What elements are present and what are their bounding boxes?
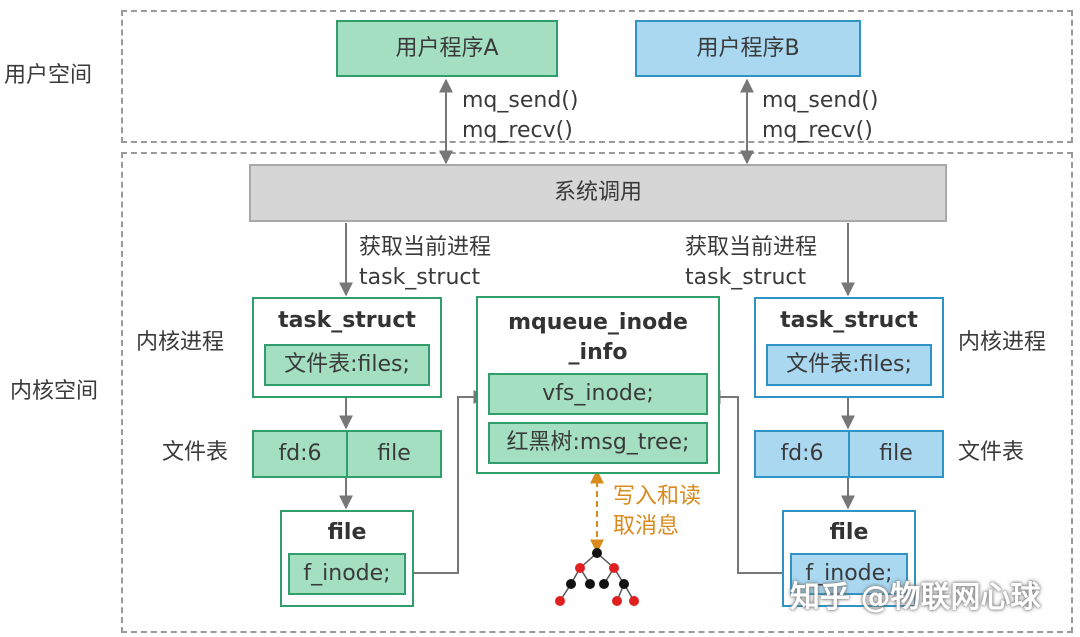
left-task-struct-title: task_struct <box>278 308 416 333</box>
right-task-files-field: 文件表:files; <box>766 344 932 386</box>
arrow-right-inode-to-vfs <box>706 390 790 574</box>
mqueue-vfs-inode-field: vfs_inode; <box>488 373 708 415</box>
mq-recv-b: mq_recv() <box>762 118 873 143</box>
api-calls-a: mq_send() mq_recv() <box>462 86 578 146</box>
left-file-table-label: 文件表 <box>162 440 229 465</box>
get-process-left: 获取当前进程 task_struct <box>359 233 491 293</box>
get-process-right: 获取当前进程 task_struct <box>685 233 817 293</box>
left-task-files-field: 文件表:files; <box>264 344 430 386</box>
left-f-inode-field: f_inode; <box>288 553 406 595</box>
get-process-right-line1: 获取当前进程 <box>685 235 818 260</box>
right-file-table: fd:6 file <box>754 430 944 478</box>
right-f-inode-field: f_inode; <box>790 553 908 595</box>
mqueue-msg-tree-field: 红黑树:msg_tree; <box>488 422 708 464</box>
mqueue-title: mqueue_inode _info <box>478 308 718 368</box>
get-process-left-line1: 获取当前进程 <box>359 235 492 260</box>
user-program-b: 用户程序B <box>635 20 861 77</box>
left-file-title: file <box>327 520 367 545</box>
kernel-space-label: 内核空间 <box>10 379 99 404</box>
red-black-tree-icon <box>555 548 639 606</box>
right-fd-cell: fd:6 <box>756 432 850 476</box>
user-program-a: 用户程序A <box>336 20 558 77</box>
right-file-cell: file <box>879 441 913 467</box>
rw-label-line1: 写入和读 <box>613 484 702 509</box>
watermark: 知乎 @物联网心球 <box>790 580 1041 615</box>
right-kernel-process-label: 内核进程 <box>958 330 1047 355</box>
right-file-title: file <box>829 520 869 545</box>
mq-send-b: mq_send() <box>762 88 879 113</box>
right-task-struct-title: task_struct <box>780 308 918 333</box>
user-space-label: 用户空间 <box>4 63 93 88</box>
mqueue-title-line1: mqueue_inode <box>508 310 688 335</box>
get-process-left-line2: task_struct <box>359 265 481 290</box>
mq-recv-a: mq_recv() <box>462 118 573 143</box>
user-space-region <box>121 10 1073 143</box>
mqueue-title-line2: _info <box>568 340 628 365</box>
api-calls-b: mq_send() mq_recv() <box>762 86 878 146</box>
left-file-cell: file <box>377 441 411 467</box>
left-kernel-process-label: 内核进程 <box>136 330 225 355</box>
get-process-right-line2: task_struct <box>685 265 807 290</box>
left-file-table: fd:6 file <box>252 430 442 478</box>
kernel-space-region <box>121 152 1073 633</box>
right-file-table-label: 文件表 <box>958 440 1025 465</box>
left-fd-cell: fd:6 <box>254 432 348 476</box>
mq-send-a: mq_send() <box>462 88 579 113</box>
arrow-left-inode-to-vfs <box>406 390 488 574</box>
syscall-bar: 系统调用 <box>249 164 947 222</box>
rw-message-label: 写入和读 取消息 <box>613 482 701 542</box>
rw-label-line2: 取消息 <box>613 514 680 539</box>
